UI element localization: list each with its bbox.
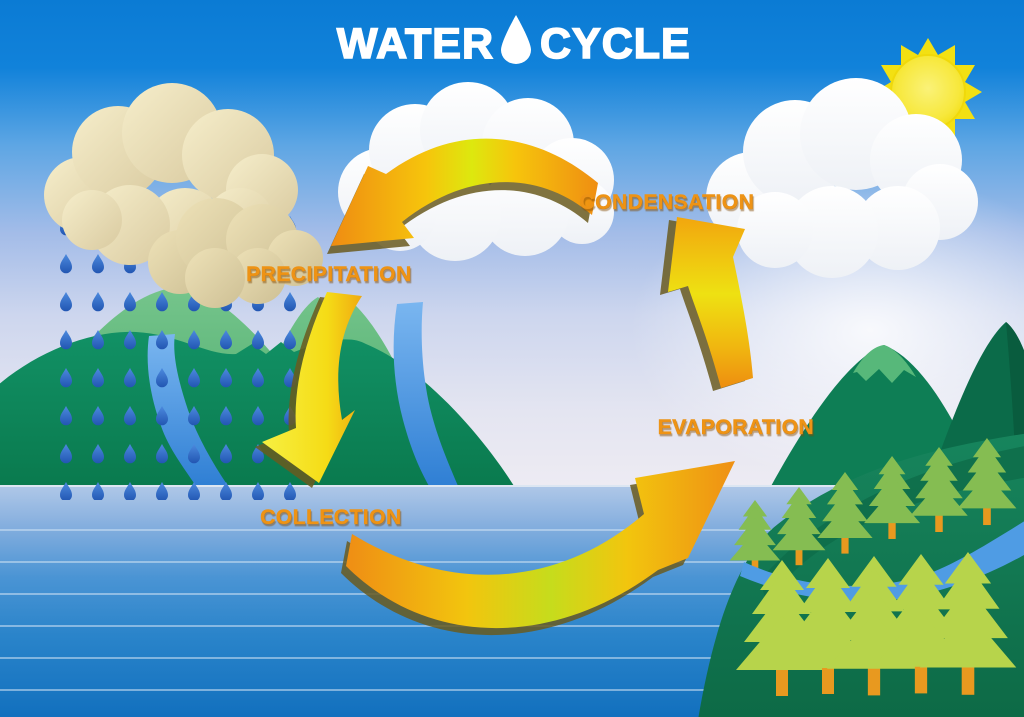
condensation-cloud-icon [706,78,978,278]
label-evaporation: EVAPORATION [658,416,814,439]
forest-hill [698,433,1024,717]
water-drop-icon [501,15,531,64]
snow-cap [853,345,916,383]
mountain-river-2 [393,302,458,486]
page-title: WATER CYCLE [336,15,691,69]
title-word-water: WATER [337,20,494,68]
front-tree-row [736,552,1017,696]
title-word-cycle: CYCLE [540,20,691,68]
label-condensation: CONDENSATION [580,191,755,214]
rain-cloud-icon [44,83,323,308]
label-collection: COLLECTION [260,506,402,529]
label-precipitation: PRECIPITATION [246,263,412,286]
